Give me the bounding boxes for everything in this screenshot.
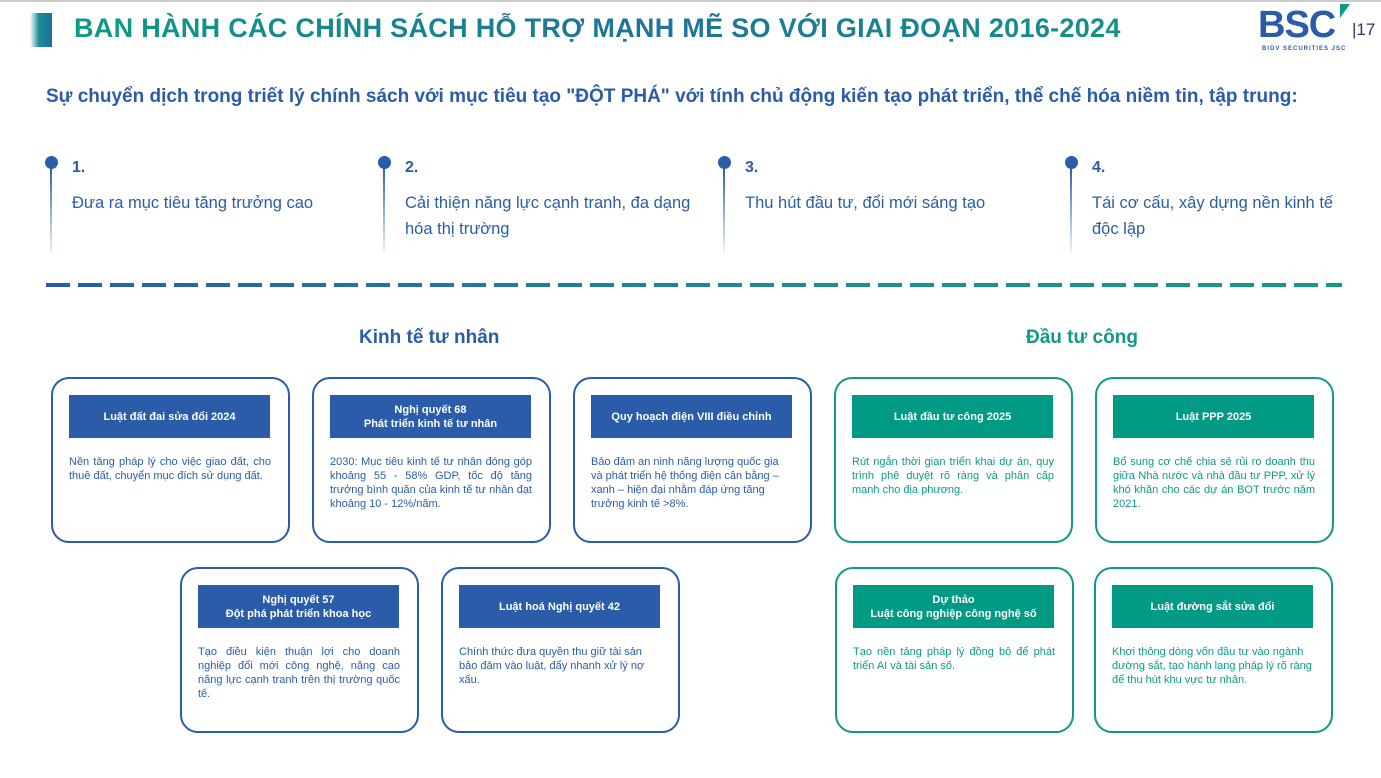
timeline-line [723,166,725,254]
timeline-dot-icon [718,156,731,169]
card-body: Bổ sung cơ chế chia sẻ rủi ro doanh thu … [1113,456,1315,510]
page-title: BAN HÀNH CÁC CHÍNH SÁCH HỖ TRỢ MẠNH MẼ S… [74,13,1121,43]
timeline-dot-icon [378,156,391,169]
card-title: Dự thảo Luật công nghiệp công nghệ số [853,585,1054,628]
logo-subtitle: BIDV SECURITIES JSC [1262,46,1347,52]
logo-flag-icon [1340,4,1350,18]
intro-text: Sự chuyển dịch trong triết lý chính sách… [46,86,1298,107]
step-text: Cải thiện năng lực cạnh tranh, đa dạng h… [405,194,691,238]
card-title: Luật đường sắt sửa đổi [1112,585,1313,628]
policy-card: Luật PPP 2025 Bổ sung cơ chế chia sẻ rủi … [1095,377,1334,543]
card-body: Nền tảng pháp lý cho việc giao đất, cho … [69,456,271,482]
card-body: Tạo điều kiện thuận lợi cho doanh nghiệp… [198,646,400,700]
dashed-divider [46,283,1342,287]
card-body: Tạo nền tảng pháp lý đồng bộ để phát tri… [853,646,1055,672]
timeline-dot-icon [45,156,58,169]
card-title: Quy hoạch điện VIII điều chỉnh [591,395,792,438]
section-title-private: Kinh tế tư nhân [359,327,500,348]
step-number: 3. [745,159,759,176]
step-number: 1. [72,159,86,176]
card-title: Nghị quyết 57 Đột phá phát triển khoa họ… [198,585,399,628]
section-title-public: Đầu tư công [1026,327,1138,348]
card-body: Rút ngắn thời gian triển khai dự án, quy… [852,456,1054,496]
policy-card: Dự thảo Luật công nghiệp công nghệ số Tạo… [835,567,1074,733]
card-title: Luật hoá Nghị quyết 42 [459,585,660,628]
card-body: Khơi thông dòng vốn đầu tư vào ngành đườ… [1112,646,1312,686]
card-title: Luật đầu tư công 2025 [852,395,1053,438]
timeline-line [1070,166,1072,254]
policy-card: Nghị quyết 57 Đột phá phát triển khoa họ… [180,567,419,733]
title-accent-icon [30,13,52,47]
step-text: Đưa ra mục tiêu tăng trưởng cao [72,194,314,212]
card-body: Bảo đảm an ninh năng lượng quốc gia và p… [591,456,779,510]
card-title: Luật PPP 2025 [1113,395,1314,438]
bsc-logo: BSC [1258,4,1336,46]
timeline-line [50,166,52,254]
card-body: 2030: Mục tiêu kinh tế tư nhân đóng góp … [330,456,532,510]
timeline-line [383,166,385,254]
policy-card: Luật hoá Nghị quyết 42 Chính thức đưa quy… [441,567,680,733]
card-body: Chính thức đưa quyền thu giữ tài sản bảo… [459,646,645,686]
timeline-dot-icon [1065,156,1078,169]
card-title: Luật đất đai sửa đổi 2024 [69,395,270,438]
top-border [0,0,1381,2]
step-number: 4. [1092,159,1106,176]
step-text: Tái cơ cấu, xây dựng nền kinh tế độc lập [1092,194,1334,238]
policy-card: Nghị quyết 68 Phát triển kinh tế tư nhân… [312,377,551,543]
page-number: |17 [1352,20,1376,39]
card-title: Nghị quyết 68 Phát triển kinh tế tư nhân [330,395,531,438]
step-text: Thu hút đầu tư, đổi mới sáng tạo [745,194,986,212]
step-number: 2. [405,159,419,176]
page-number-value: 17 [1356,20,1376,39]
